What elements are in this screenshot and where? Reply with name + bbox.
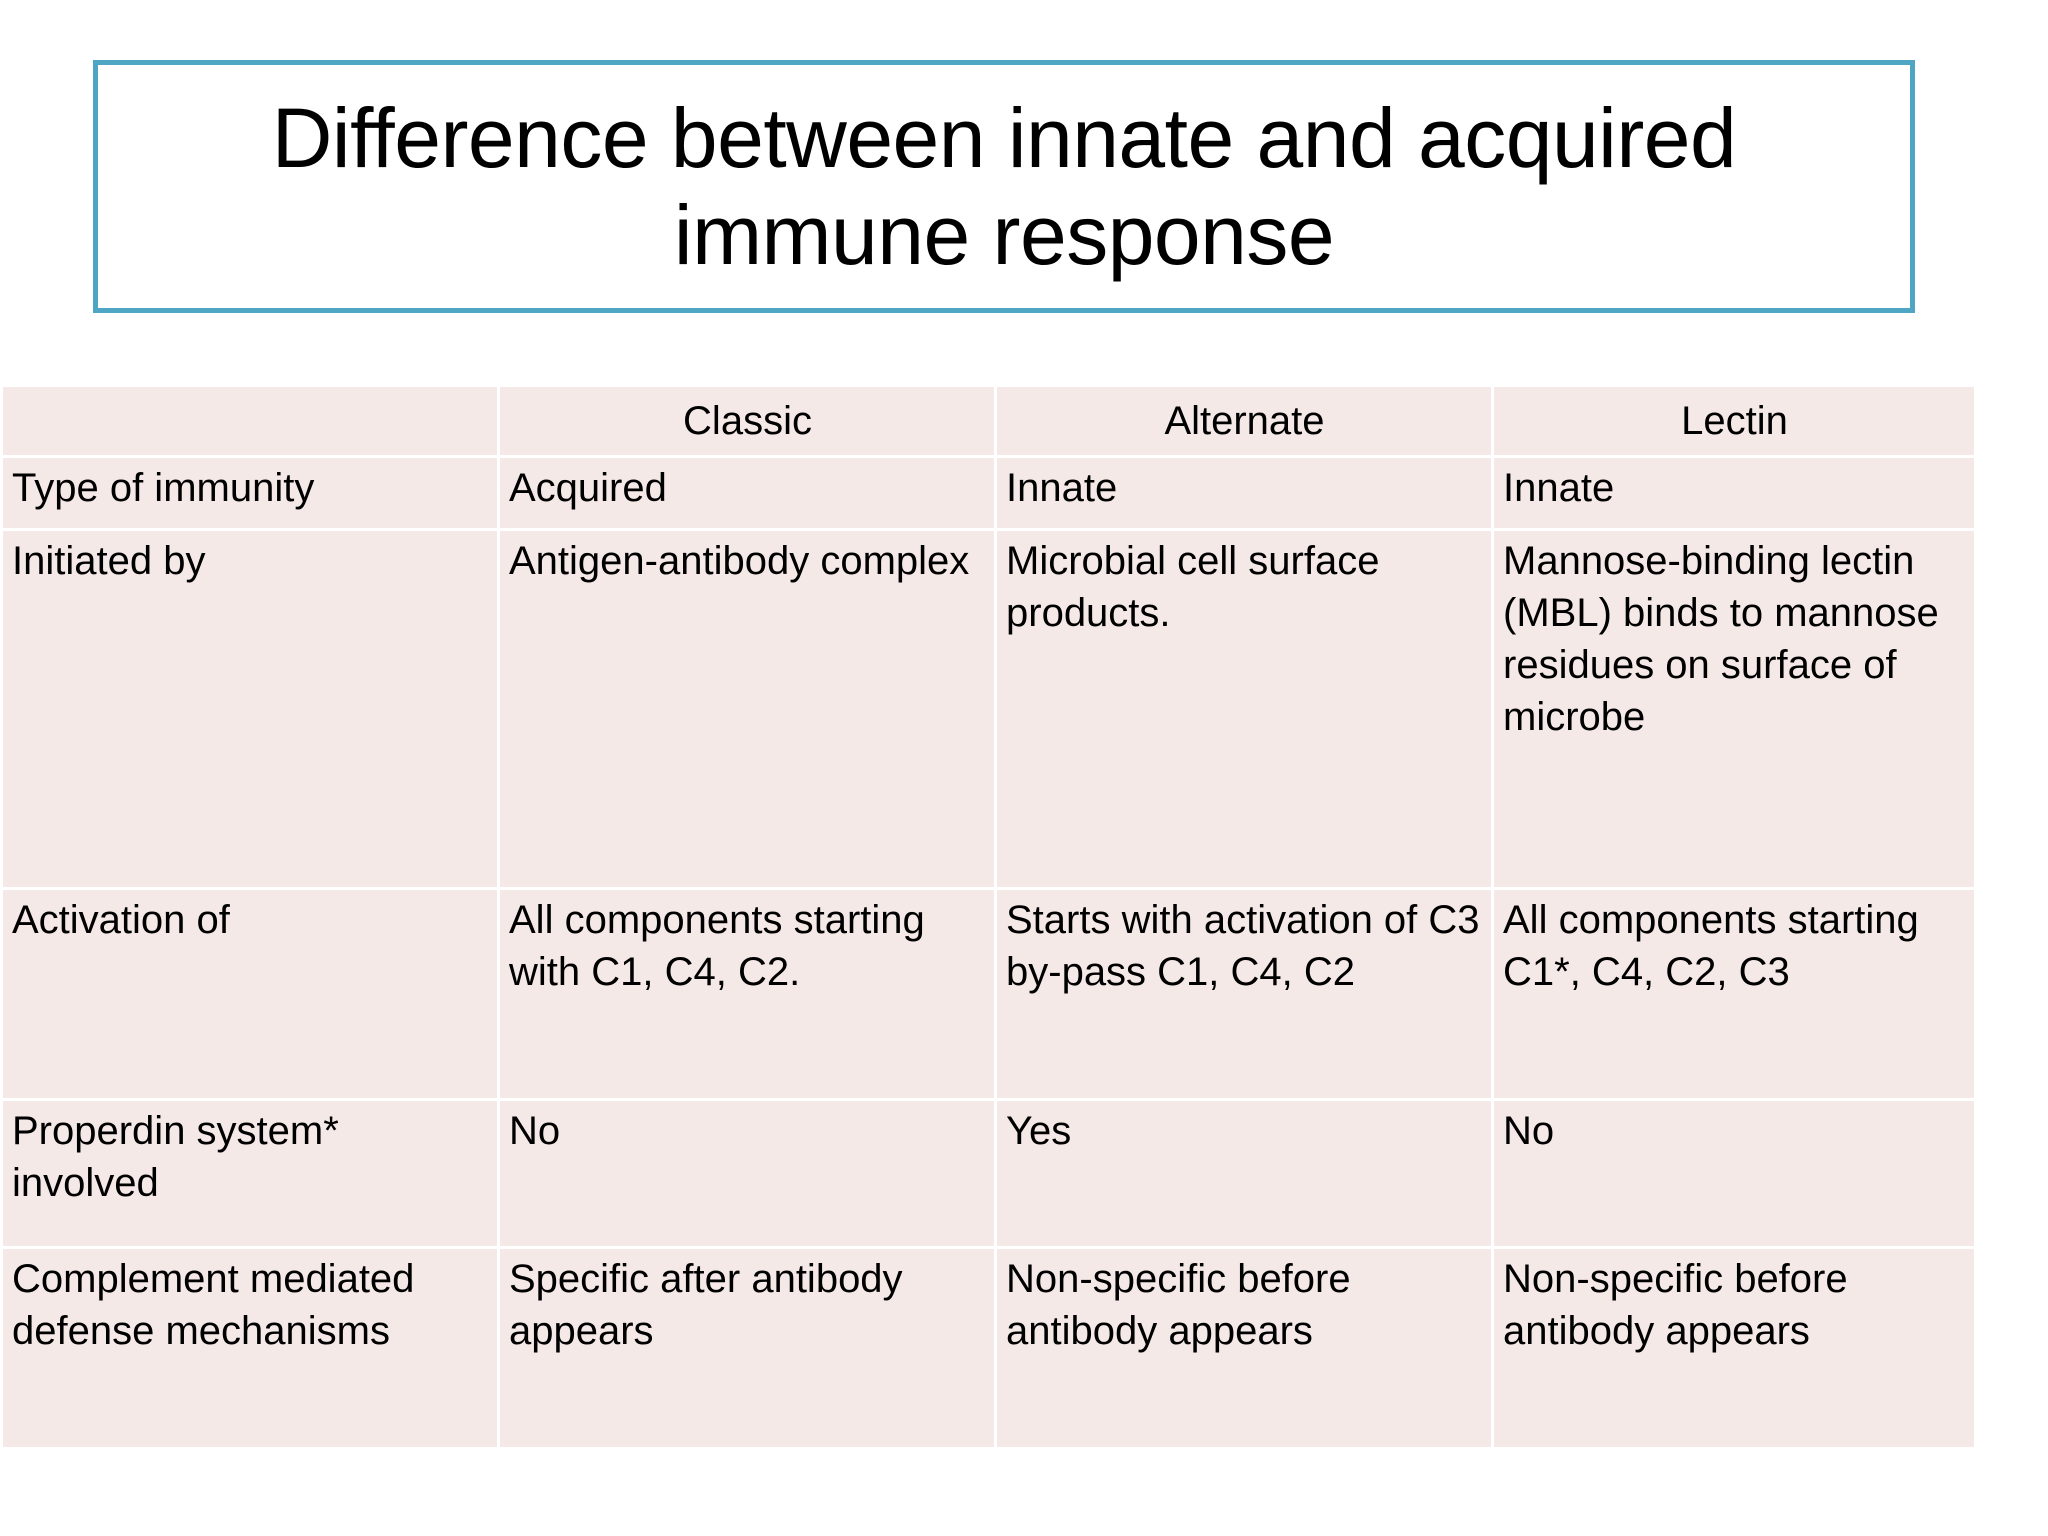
cell-initiated-by-lectin: Mannose-binding lectin (MBL) binds to ma… xyxy=(1494,531,1974,887)
row-label-type-of-immunity: Type of immunity xyxy=(3,458,497,528)
cell-type-of-immunity-classic: Acquired xyxy=(500,458,994,528)
cell-initiated-by-classic: Antigen-antibody complex xyxy=(500,531,994,887)
cell-complement-alternate: Non-specific before antibody appears xyxy=(997,1249,1491,1447)
table-header-row: Classic Alternate Lectin xyxy=(3,387,1974,455)
table-row: Properdin system* involved No Yes No xyxy=(3,1101,1974,1246)
cell-activation-of-lectin: All components starting C1*, C4, C2, C3 xyxy=(1494,890,1974,1098)
cell-properdin-classic: No xyxy=(500,1101,994,1246)
row-label-complement-mediated-defense-mechanisms: Complement mediated defense mechanisms xyxy=(3,1249,497,1447)
table-row: Initiated by Antigen-antibody complex Mi… xyxy=(3,531,1974,887)
column-header-blank xyxy=(3,387,497,455)
column-header-classic: Classic xyxy=(500,387,994,455)
cell-activation-of-classic: All components starting with C1, C4, C2. xyxy=(500,890,994,1098)
column-header-alternate: Alternate xyxy=(997,387,1491,455)
row-label-initiated-by: Initiated by xyxy=(3,531,497,887)
row-label-activation-of: Activation of xyxy=(3,890,497,1098)
cell-complement-lectin: Non-specific before antibody appears xyxy=(1494,1249,1974,1447)
cell-activation-of-alternate: Starts with activation of C3 by-pass C1,… xyxy=(997,890,1491,1098)
cell-properdin-lectin: No xyxy=(1494,1101,1974,1246)
slide-title-box: Difference between innate and acquired i… xyxy=(93,60,1915,313)
table-row: Activation of All components starting wi… xyxy=(3,890,1974,1098)
cell-complement-classic: Specific after antibody appears xyxy=(500,1249,994,1447)
cell-properdin-alternate: Yes xyxy=(997,1101,1491,1246)
table-row: Complement mediated defense mechanisms S… xyxy=(3,1249,1974,1447)
cell-type-of-immunity-lectin: Innate xyxy=(1494,458,1974,528)
table-row: Type of immunity Acquired Innate Innate xyxy=(3,458,1974,528)
cell-type-of-immunity-alternate: Innate xyxy=(997,458,1491,528)
page-title: Difference between innate and acquired i… xyxy=(271,90,1737,282)
cell-initiated-by-alternate: Microbial cell surface products. xyxy=(997,531,1491,887)
column-header-lectin: Lectin xyxy=(1494,387,1974,455)
comparison-table: Classic Alternate Lectin Type of immunit… xyxy=(0,384,1977,1450)
row-label-properdin-system-involved: Properdin system* involved xyxy=(3,1101,497,1246)
